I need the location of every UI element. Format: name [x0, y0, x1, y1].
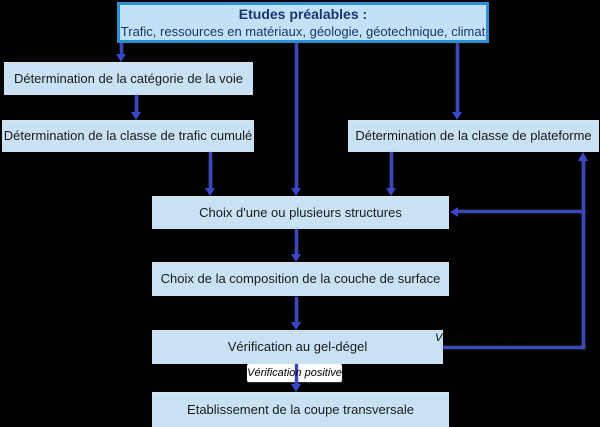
edge-label-verification-negative: Vérification négative: [435, 332, 535, 344]
node-etudes-prealables: Etudes préalables : Trafic, ressources e…: [117, 2, 489, 43]
arrowhead-trafic-into-structures: [205, 188, 215, 196]
line-plateforme-to-structures: [390, 152, 393, 189]
line-etudes-to-structures: [295, 43, 298, 189]
node-verification-gel-degel: Vérification au gel-dégel: [152, 330, 443, 364]
line-structures-to-surface: [295, 229, 298, 255]
node-choix-structures: Choix d'une ou plusieurs structures: [152, 196, 449, 229]
line-trafic-to-structures: [209, 152, 212, 189]
node-determination-classe-trafic: Détermination de la classe de trafic cum…: [2, 120, 254, 152]
node-etudes-title: Etudes préalables :: [238, 6, 368, 22]
line-surface-to-geldegel: [295, 297, 298, 323]
line-etudes-to-categorie: [120, 43, 123, 55]
node-etablissement-coupe-transversale: Etablissement de la coupe transversale: [152, 392, 449, 427]
node-determination-classe-plateforme: Détermination de la classe de plateforme: [348, 120, 599, 152]
line-geldegel-feedback-out: [443, 346, 585, 349]
arrowhead-etudes-into-structures: [291, 188, 301, 196]
arrowhead-into-geldegel: [291, 322, 301, 330]
arrowhead-plateforme-into-structures: [386, 188, 396, 196]
line-categorie-to-trafic: [135, 95, 138, 113]
node-etudes-subtitle: Trafic, ressources en matériaux, géologi…: [120, 24, 486, 39]
arrowhead-feedback-into-plateforme: [578, 152, 588, 161]
arrowhead-feedback-into-structures: [450, 207, 458, 217]
edge-label-verification-positive-text: Vérification positive: [247, 367, 342, 379]
node-determination-categorie-voie: Détermination de la catégorie de la voie: [4, 62, 253, 95]
arrowhead-into-coupe: [291, 384, 301, 392]
line-geldegel-to-coupe: [295, 364, 298, 385]
arrowhead-into-trafic: [131, 112, 141, 120]
edge-label-verification-positive: Vérification positive: [247, 364, 342, 382]
line-etudes-to-plateforme: [456, 43, 459, 113]
arrowhead-into-categorie: [116, 54, 126, 62]
arrowhead-into-plateforme: [452, 112, 462, 120]
arrowhead-into-surface: [291, 254, 301, 262]
line-feedback-vertical: [582, 160, 585, 349]
node-choix-couche-surface: Choix de la composition de la couche de …: [152, 262, 449, 296]
line-feedback-to-structures: [457, 210, 585, 213]
